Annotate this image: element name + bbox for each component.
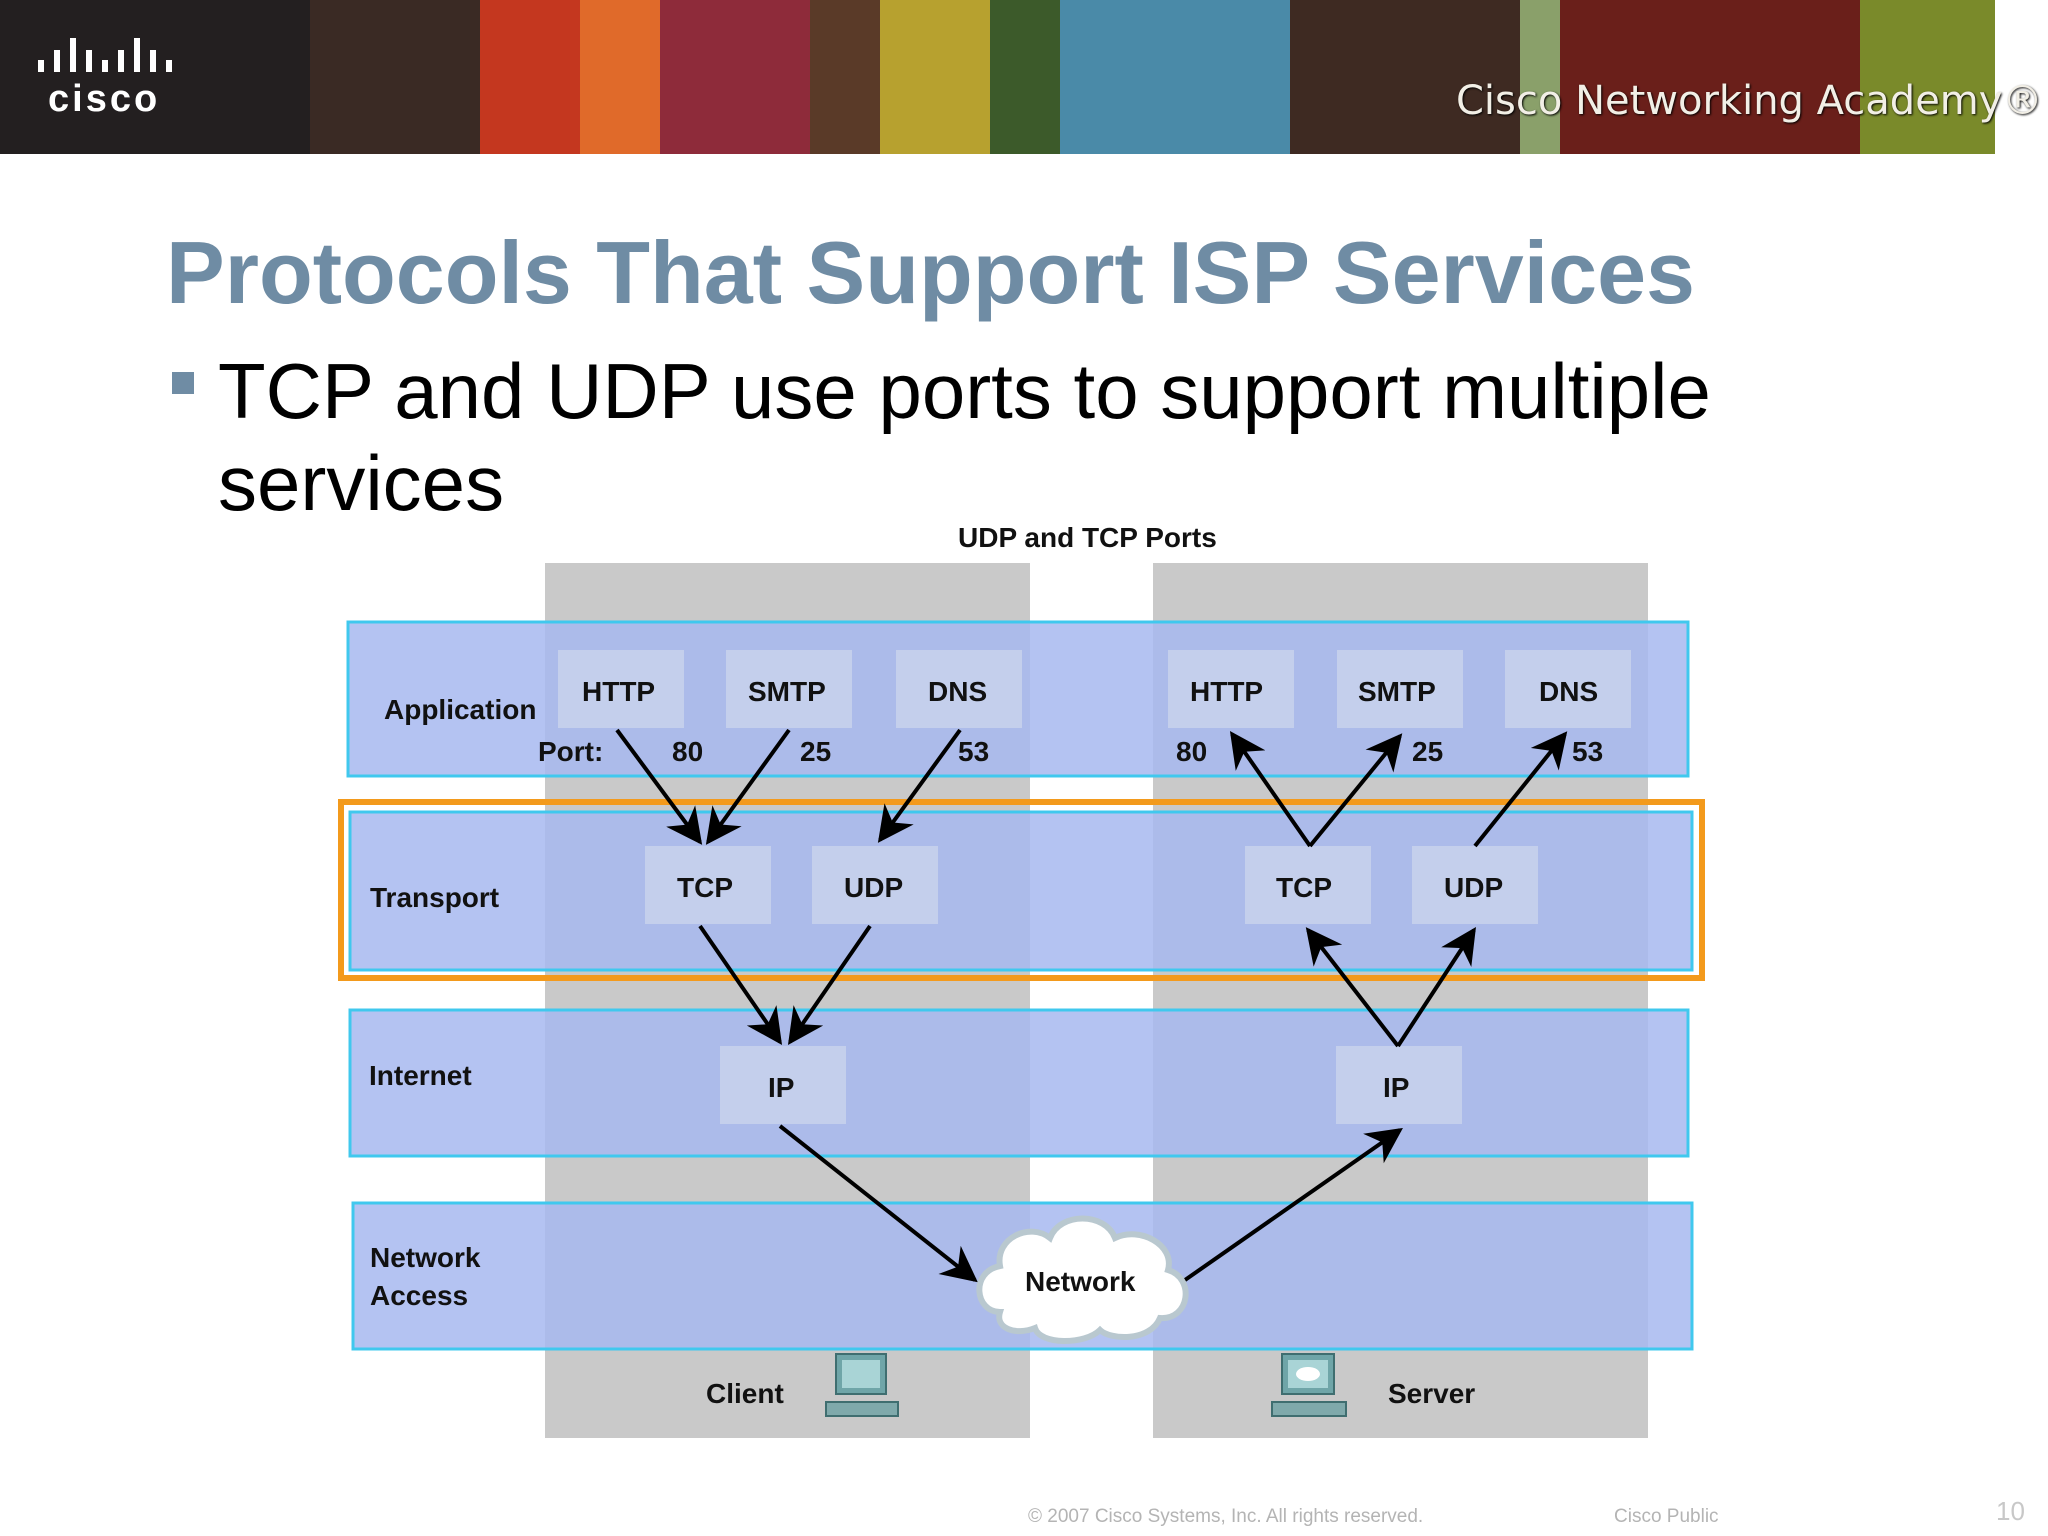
page-number: 10 <box>1996 1496 2025 1526</box>
server-port-http: 80 <box>1176 736 1208 767</box>
cisco-logo: cisco <box>0 0 310 154</box>
header-banner: cisco Cisco Networking Academy® <box>0 0 2048 154</box>
server-dns-label: DNS <box>1539 676 1599 707</box>
server-tcp-label: TCP <box>1276 872 1332 903</box>
banner-photo-strip <box>580 0 660 154</box>
footer-classification: Cisco Public <box>1614 1506 1719 1527</box>
client-ip-label: IP <box>768 1072 795 1103</box>
server-computer-icon <box>1271 1353 1347 1417</box>
client-tcp-ip-arrow <box>698 924 783 1045</box>
cisco-wordmark: cisco <box>48 78 161 120</box>
server-port-smtp: 25 <box>1412 736 1444 767</box>
banner-photo-strip <box>810 0 880 154</box>
server-tcp-smtp-arrow <box>1308 733 1403 848</box>
banner-edge <box>1995 0 2048 154</box>
server-ip-udp-arrow <box>1396 926 1476 1048</box>
port-label: Port: <box>538 736 604 767</box>
layer-label-internet: Internet <box>369 1060 472 1091</box>
server-smtp-label: SMTP <box>1358 676 1436 707</box>
client-tcp-label: TCP <box>677 872 733 903</box>
diagram-title: UDP and TCP Ports <box>958 522 1217 553</box>
client-http-label: HTTP <box>582 676 656 707</box>
cisco-bars-icon <box>38 38 172 72</box>
server-udp-label: UDP <box>1444 872 1504 903</box>
client-port-http: 80 <box>672 736 704 767</box>
banner-photo-strip <box>990 0 1060 154</box>
network-cloud-label: Network <box>1025 1266 1136 1297</box>
client-udp-ip-arrow <box>787 924 872 1045</box>
client-label: Client <box>706 1378 784 1409</box>
layer-label-transport: Transport <box>370 882 500 913</box>
client-computer-icon <box>825 1353 899 1417</box>
slide-title: Protocols That Support ISP Services <box>166 223 1695 322</box>
academy-title: Cisco Networking Academy® <box>1456 78 2043 124</box>
client-udp-label: UDP <box>844 872 904 903</box>
banner-photo-strip <box>660 0 810 154</box>
banner-photo-strip <box>880 0 990 154</box>
client-dns-label: DNS <box>928 676 988 707</box>
layer-label-application: Application <box>384 694 537 725</box>
banner-photo-strip <box>310 0 480 154</box>
server-tcp-http-arrow <box>1229 731 1312 848</box>
client-dns-udp-arrow <box>877 728 962 843</box>
footer-copyright: © 2007 Cisco Systems, Inc. All rights re… <box>1028 1506 1424 1527</box>
bullet-square-icon <box>172 372 194 394</box>
layer-label-network: Network <box>370 1242 481 1273</box>
server-port-dns: 53 <box>1572 736 1604 767</box>
server-ip-label: IP <box>1383 1072 1410 1103</box>
banner-photo-strip <box>1060 0 1290 154</box>
layer-label-access: Access <box>370 1280 469 1311</box>
server-label: Server <box>1388 1378 1476 1409</box>
server-udp-dns-arrow <box>1473 731 1568 848</box>
banner-photo-strip <box>480 0 580 154</box>
ip-network-arrow <box>778 1124 978 1283</box>
server-http-label: HTTP <box>1190 676 1264 707</box>
banner-photo-strip <box>1860 0 1995 154</box>
client-smtp-tcp-arrow <box>705 728 791 845</box>
client-smtp-label: SMTP <box>748 676 826 707</box>
banner-photo-strip <box>1560 0 1860 154</box>
banner-photo-strip <box>1290 0 1520 154</box>
bullet-text: TCP and UDP use ports to support multipl… <box>218 347 1711 527</box>
banner-photo-strip <box>1520 0 1560 154</box>
network-ip-arrow <box>1183 1127 1403 1282</box>
internet-layer-band <box>348 1008 1690 1158</box>
network-access-layer-band <box>351 1201 1694 1351</box>
client-port-dns: 53 <box>958 736 990 767</box>
client-port-smtp: 25 <box>800 736 832 767</box>
server-ip-tcp-arrow <box>1305 927 1400 1048</box>
